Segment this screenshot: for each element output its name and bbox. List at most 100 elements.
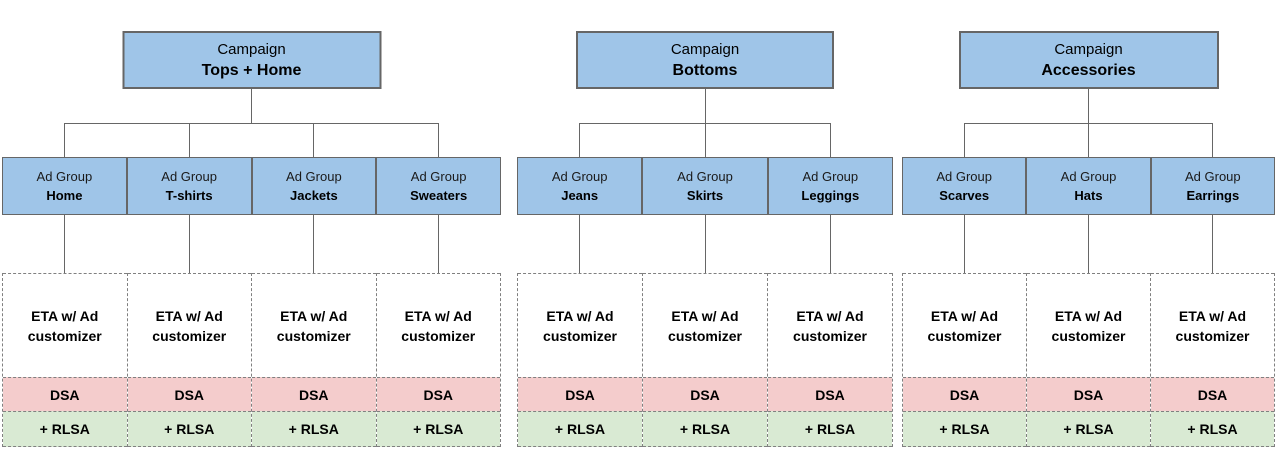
ad-types-table: ETA w/ Ad customizer DSA + RLSA ETA w/ A… xyxy=(902,273,1275,447)
ad-group-node: Ad Group Jackets xyxy=(251,157,377,215)
rlsa-cell: + RLSA xyxy=(518,411,642,447)
ad-types-table: ETA w/ Ad customizer DSA + RLSA ETA w/ A… xyxy=(517,273,893,447)
dsa-cell: DSA xyxy=(252,377,376,411)
campaign-group-bottoms: Campaign Bottoms Ad Group Jeans Ad Group… xyxy=(517,31,893,447)
ad-group-node: Ad Group Skirts xyxy=(642,157,768,215)
campaign-label: Campaign xyxy=(217,41,286,58)
eta-cell: ETA w/ Ad customizer xyxy=(3,273,127,377)
ad-group-label: Ad Group xyxy=(551,169,608,184)
campaign-group-tops-home: Campaign Tops + Home Ad Group Home Ad Gr… xyxy=(2,31,501,447)
rlsa-cell: + RLSA xyxy=(252,411,376,447)
connector-line xyxy=(579,215,581,273)
campaign-label: Campaign xyxy=(1054,41,1123,58)
dsa-cell: DSA xyxy=(768,377,892,411)
connector-line xyxy=(251,89,252,123)
connector-line xyxy=(963,123,965,157)
connector-line xyxy=(829,215,831,273)
campaign-label: Campaign xyxy=(670,41,740,58)
dsa-cell: DSA xyxy=(903,377,1026,411)
ad-group-label: Ad Group xyxy=(36,169,93,184)
connector-line xyxy=(313,215,315,273)
ad-types-table: ETA w/ Ad customizer DSA + RLSA ETA w/ A… xyxy=(2,273,501,447)
eta-cell: ETA w/ Ad customizer xyxy=(1027,273,1150,377)
ad-types-column: ETA w/ Ad customizer DSA + RLSA xyxy=(375,273,501,447)
eta-cell: ETA w/ Ad customizer xyxy=(252,273,376,377)
connector-line xyxy=(1212,215,1214,273)
ad-group-row: Ad Group Home Ad Group T-shirts Ad Group… xyxy=(2,157,501,215)
ad-group-label: Ad Group xyxy=(410,169,467,184)
connector-line xyxy=(188,123,190,157)
connector-line xyxy=(1088,89,1089,123)
ad-group-node: Ad Group T-shirts xyxy=(126,157,252,215)
campaign-node: Campaign Bottoms xyxy=(576,31,834,89)
rlsa-cell: + RLSA xyxy=(1027,411,1150,447)
ad-types-column: ETA w/ Ad customizer DSA + RLSA xyxy=(642,273,767,447)
connector-line xyxy=(579,123,581,157)
eta-cell: ETA w/ Ad customizer xyxy=(903,273,1026,377)
ad-group-label: Ad Group xyxy=(1184,169,1241,184)
ad-group-row: Ad Group Jeans Ad Group Skirts Ad Group … xyxy=(517,157,893,215)
ad-group-label: Ad Group xyxy=(677,169,733,184)
ad-group-row: Ad Group Scarves Ad Group Hats Ad Group … xyxy=(902,157,1275,215)
ad-types-column: ETA w/ Ad customizer DSA + RLSA xyxy=(1150,273,1275,447)
rlsa-cell: + RLSA xyxy=(3,411,127,447)
connector-line xyxy=(829,123,831,157)
dsa-cell: DSA xyxy=(1151,377,1274,411)
ad-group-node: Ad Group Sweaters xyxy=(376,157,501,215)
ad-group-name: Home xyxy=(46,188,83,203)
ad-types-column: ETA w/ Ad customizer DSA + RLSA xyxy=(517,273,642,447)
rlsa-cell: + RLSA xyxy=(127,411,251,447)
ad-types-column: ETA w/ Ad customizer DSA + RLSA xyxy=(1026,273,1150,447)
dsa-cell: DSA xyxy=(376,377,500,411)
ad-group-label: Ad Group xyxy=(161,169,217,184)
campaign-group-accessories: Campaign Accessories Ad Group Scarves Ad… xyxy=(902,31,1275,447)
connector-line xyxy=(313,123,315,157)
ad-types-column: ETA w/ Ad customizer DSA + RLSA xyxy=(2,273,127,447)
dsa-cell: DSA xyxy=(643,377,767,411)
rlsa-cell: + RLSA xyxy=(903,411,1026,447)
ad-group-label: Ad Group xyxy=(936,169,992,184)
ad-types-column: ETA w/ Ad customizer DSA + RLSA xyxy=(126,273,251,447)
eta-cell: ETA w/ Ad customizer xyxy=(518,273,642,377)
eta-cell: ETA w/ Ad customizer xyxy=(643,273,767,377)
ad-group-name: Skirts xyxy=(686,188,724,203)
dsa-cell: DSA xyxy=(3,377,127,411)
connector-line xyxy=(1212,123,1214,157)
connector-line xyxy=(438,215,440,273)
ad-group-name: Sweaters xyxy=(410,188,468,203)
ad-group-node: Ad Group Jeans xyxy=(517,157,643,215)
connector-line xyxy=(64,123,439,124)
ad-group-node: Ad Group Earrings xyxy=(1150,157,1275,215)
connector-line xyxy=(438,123,440,157)
ad-types-column: ETA w/ Ad customizer DSA + RLSA xyxy=(902,273,1026,447)
ad-group-name: T-shirts xyxy=(165,188,213,203)
connector-line xyxy=(704,89,706,123)
campaign-node: Campaign Tops + Home xyxy=(122,31,381,89)
connector-line xyxy=(63,215,65,273)
connector-line xyxy=(1088,215,1089,273)
ad-group-label: Ad Group xyxy=(286,169,342,184)
rlsa-cell: + RLSA xyxy=(768,411,892,447)
dsa-cell: DSA xyxy=(518,377,642,411)
dsa-cell: DSA xyxy=(1027,377,1150,411)
eta-cell: ETA w/ Ad customizer xyxy=(376,273,500,377)
eta-cell: ETA w/ Ad customizer xyxy=(127,273,251,377)
connector-line xyxy=(704,215,706,273)
ad-group-name: Earrings xyxy=(1186,188,1240,203)
ad-types-column: ETA w/ Ad customizer DSA + RLSA xyxy=(251,273,376,447)
eta-cell: ETA w/ Ad customizer xyxy=(1151,273,1274,377)
connector-line xyxy=(188,215,190,273)
eta-cell: ETA w/ Ad customizer xyxy=(768,273,892,377)
rlsa-cell: + RLSA xyxy=(1151,411,1274,447)
connector-line xyxy=(1088,123,1089,157)
ad-group-name: Scarves xyxy=(939,188,990,203)
campaign-name: Tops + Home xyxy=(201,62,302,79)
campaign-name: Bottoms xyxy=(672,62,738,79)
campaign-name: Accessories xyxy=(1041,62,1136,79)
rlsa-cell: + RLSA xyxy=(643,411,767,447)
ad-types-column: ETA w/ Ad customizer DSA + RLSA xyxy=(767,273,893,447)
ad-group-node: Ad Group Hats xyxy=(1026,157,1151,215)
rlsa-cell: + RLSA xyxy=(376,411,500,447)
ad-group-name: Hats xyxy=(1074,188,1103,203)
